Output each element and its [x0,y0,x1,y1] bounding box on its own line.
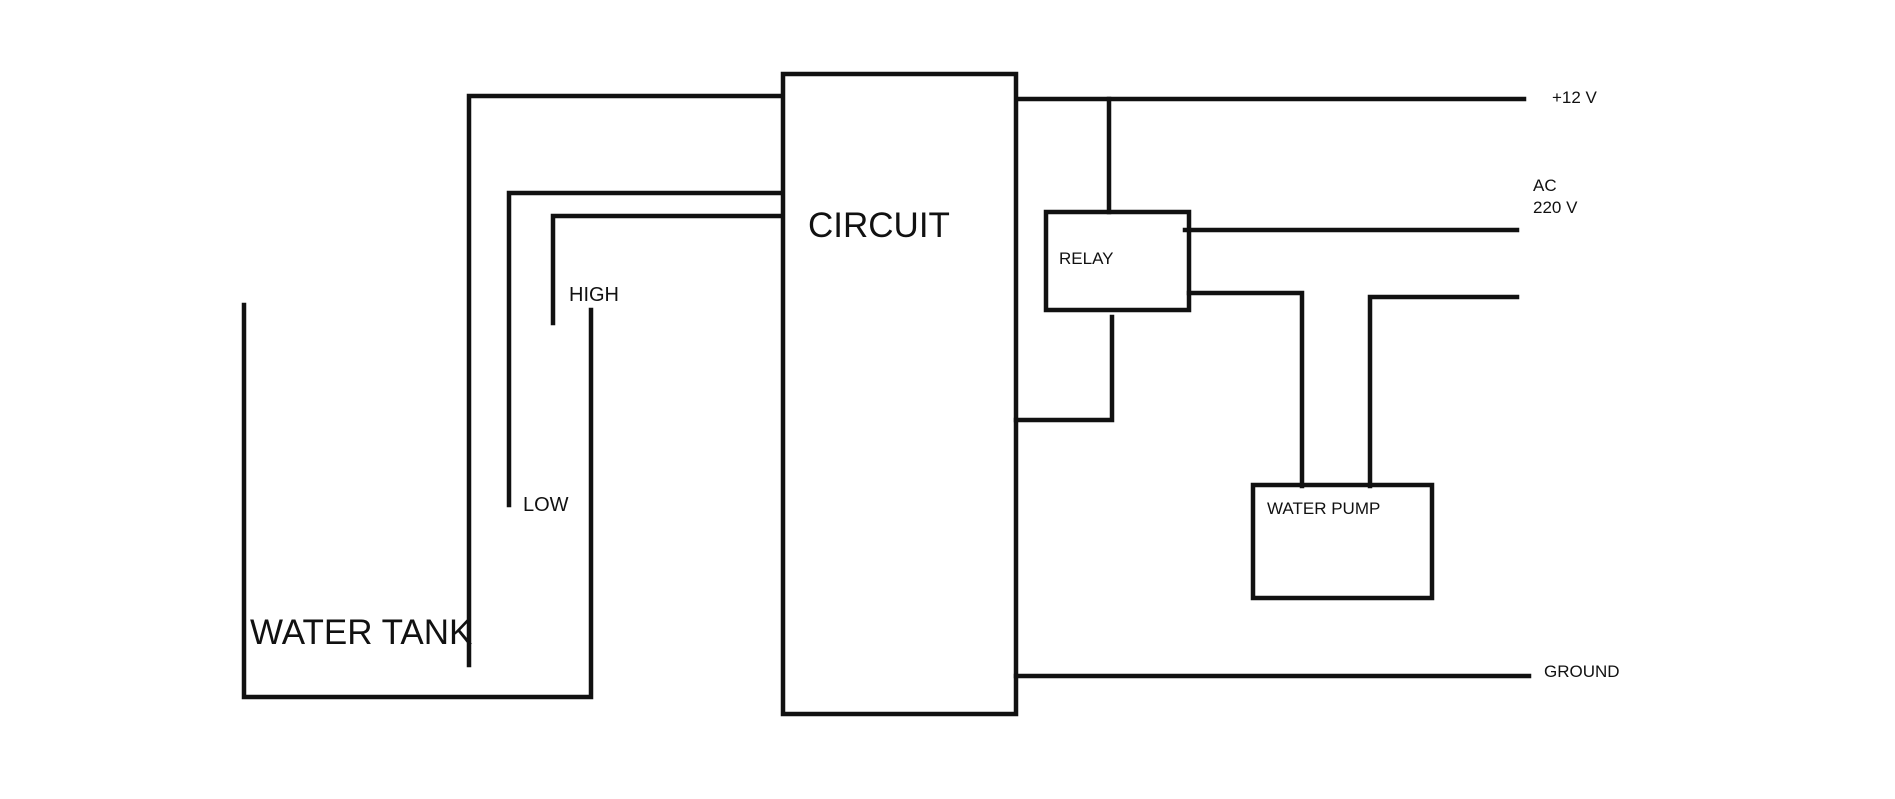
relay-label: RELAY [1059,249,1114,268]
plus12v-label: +12 V [1552,88,1598,107]
ac-label: AC [1533,176,1557,195]
circuit-block [780,71,1019,717]
relay-control-wire [1013,314,1115,423]
ac-voltage-label: 220 V [1533,198,1578,217]
circuit-label: CIRCUIT [808,206,950,245]
water-pump-label: WATER PUMP [1267,499,1380,518]
high-label: HIGH [569,284,619,306]
water-tank-label: WATER TANK [250,613,472,652]
relay-to-pump-wire [1186,290,1305,489]
water-pump-block [1250,482,1435,601]
low-label: LOW [523,494,569,516]
ac-return-wire [1367,294,1520,489]
low-probe-wire [506,190,784,508]
water-tank-outline [241,302,594,700]
high-probe-wire [550,213,784,326]
ground-label: GROUND [1544,662,1620,681]
relay-block [1043,209,1192,313]
common-probe-wire [466,93,784,668]
